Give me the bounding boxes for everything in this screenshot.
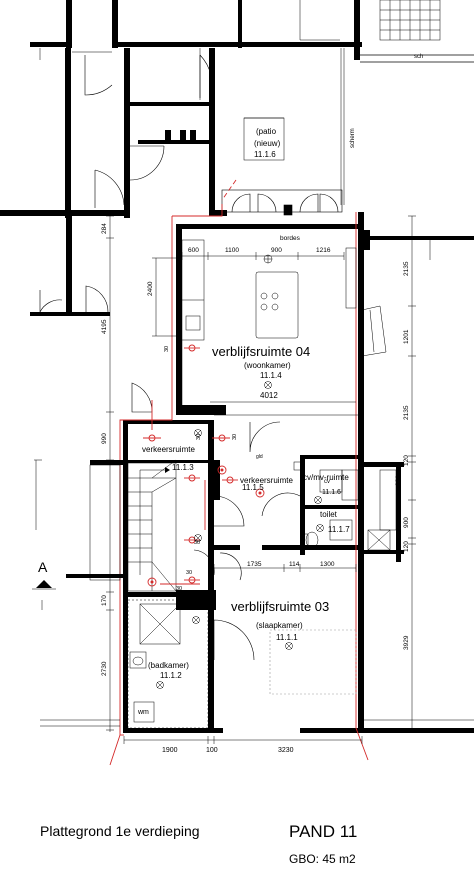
dim-right-1201: 1201	[403, 329, 410, 344]
patio-label-2: (nieuw)	[254, 139, 281, 148]
dim-114: 114	[289, 561, 300, 568]
toilet-code: 11.1.7	[328, 525, 350, 534]
sch-label: sch	[414, 54, 423, 60]
cv-room-label: cv/mv-ruimte	[303, 473, 349, 482]
dim-600: 600	[188, 247, 199, 254]
utility-fixtures	[303, 469, 359, 549]
cv-code: 11.1.6	[322, 489, 341, 496]
vent-30-e: 30	[186, 570, 192, 576]
hallway-1-code: 11.1.3	[172, 463, 194, 472]
right-neighbour	[364, 230, 474, 733]
patio-area: (patio (nieuw) 11.1.6 scherm sch	[221, 48, 423, 216]
building-label: PAND 11	[289, 822, 358, 841]
unit-red-outline	[109, 204, 369, 766]
dim-1735: 1735	[247, 561, 262, 568]
bedroom-code: 11.1.1	[276, 633, 298, 642]
dim-bottom-3230: 3230	[278, 747, 294, 754]
dim-284: 284	[101, 223, 108, 234]
bottom-dimension-line	[123, 736, 363, 744]
dim-4195: 4195	[101, 319, 108, 334]
bordes-label: bordes	[280, 235, 301, 242]
dim-right-2135b: 2135	[403, 405, 410, 420]
living-room-dimension: 4012	[260, 391, 278, 400]
gbo-label: GBO: 45 m2	[289, 852, 356, 866]
living-room-name: verblijfsruimte 04	[212, 344, 310, 359]
upper-neighbour-rooms	[0, 48, 227, 218]
bedroom-name: verblijfsruimte 03	[231, 599, 329, 614]
installation-marks	[143, 344, 265, 587]
dim-right-2135a: 2135	[403, 261, 410, 276]
bathroom-fixtures	[127, 599, 209, 729]
bathroom-name: (badkamer)	[148, 661, 189, 670]
top-dimension-line	[181, 252, 345, 260]
left-neighbour	[30, 216, 124, 727]
left-dimension-line	[106, 215, 114, 732]
hallway-1-name: verkeersruimte	[142, 445, 195, 454]
dim-bottom-100: 100	[206, 747, 218, 754]
bedroom-sub: (slaapkamer)	[256, 621, 303, 630]
living-room-sub: (woonkamer)	[244, 361, 291, 370]
vent-30-b: 30	[196, 434, 202, 440]
scherm-label: scherm	[350, 128, 356, 148]
floor-plan-title: Plattegrond 1e verdieping	[40, 823, 200, 839]
dim-right-3929: 3929	[403, 635, 410, 650]
dim-bottom-1900: 1900	[162, 747, 178, 754]
dim-1100: 1100	[225, 247, 239, 254]
section-marker	[32, 580, 56, 590]
dim-1216: 1216	[316, 247, 331, 254]
patio-code: 11.1.6	[254, 150, 276, 159]
dim-2730: 2730	[101, 661, 108, 676]
dim-right-120: 120	[403, 455, 410, 466]
cv-label: cv	[324, 479, 330, 485]
vent-30-f: 30	[176, 586, 182, 592]
patio-label-1: (patio	[256, 127, 277, 136]
dim-right-900: 900	[403, 517, 410, 528]
dim-900: 900	[271, 247, 282, 254]
right-dimension-line	[408, 215, 416, 732]
ceiling-outlets	[156, 429, 324, 689]
bathroom-code: 11.1.2	[160, 671, 182, 680]
dim-1300: 1300	[320, 561, 335, 568]
toilet-label: toilet	[320, 510, 338, 519]
gld-label: gld	[256, 454, 263, 460]
hallway-2-name: verkeersruimte	[240, 476, 293, 485]
vent-30-a: 30	[164, 346, 170, 352]
section-marker-label: A	[38, 559, 48, 575]
living-room-code: 11.1.4	[260, 371, 282, 380]
dim-990: 990	[101, 433, 108, 444]
staircase	[127, 382, 358, 661]
dim-170: 170	[101, 595, 108, 606]
vent-30-d: 30	[194, 540, 200, 546]
kitchen	[181, 239, 387, 406]
hallway-2-code: 11.1.5	[242, 483, 264, 492]
wm-label: wm	[137, 709, 149, 716]
vent-30-c: 30	[232, 434, 238, 440]
dim-right-120b: 120	[403, 541, 410, 552]
top-neighbour-structure	[30, 0, 474, 63]
dim-2400: 2400	[147, 281, 154, 296]
